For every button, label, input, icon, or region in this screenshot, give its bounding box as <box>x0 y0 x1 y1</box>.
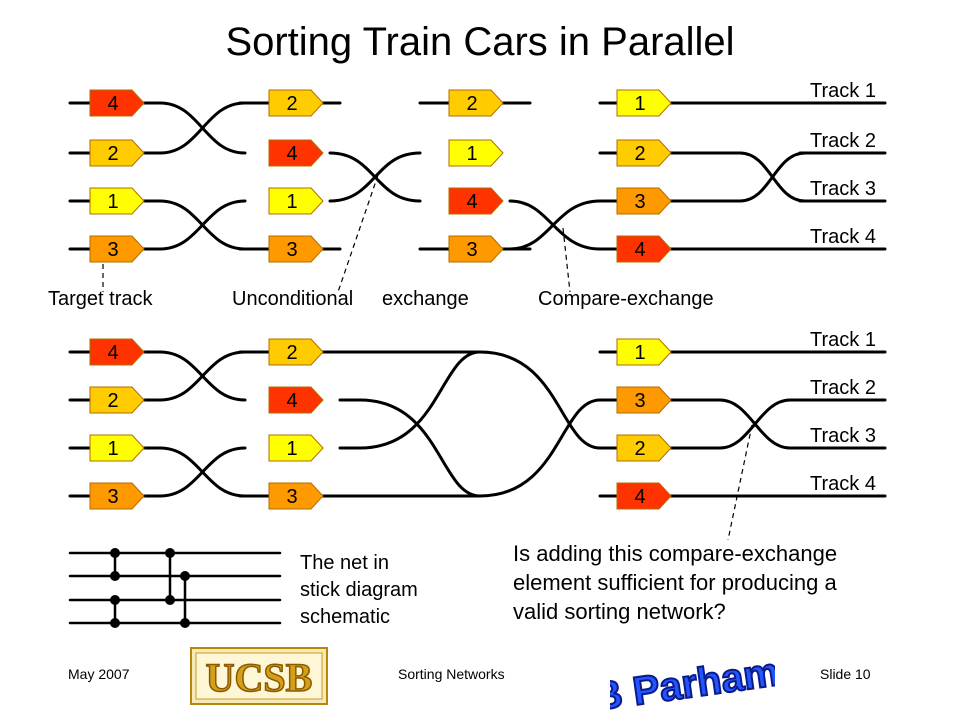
top-train-car: 2 <box>616 139 672 167</box>
car-number: 2 <box>286 93 297 115</box>
bottom-exchange-1 <box>158 350 247 498</box>
bottom-exchange-long <box>358 350 602 498</box>
question-line: element sufficient for producing a <box>513 570 837 595</box>
car-number: 3 <box>634 191 645 213</box>
unconditional-label: Unconditional <box>232 288 354 310</box>
car-number: 4 <box>107 93 118 115</box>
leader-lines <box>102 174 753 541</box>
car-number: 4 <box>634 239 645 261</box>
car-number: 4 <box>634 486 645 508</box>
car-number: 1 <box>286 438 297 460</box>
car-number: 3 <box>107 486 118 508</box>
footer-date: May 2007 <box>68 666 130 682</box>
stick-caption-line: The net in <box>300 552 389 574</box>
compare-exchange-label: Compare-exchange <box>538 288 714 310</box>
car-number: 3 <box>286 486 297 508</box>
top-train-car: 4 <box>268 139 324 167</box>
car-number: 1 <box>466 143 477 165</box>
top-train-car: 1 <box>448 139 504 167</box>
top-track-2-label: Track 2 <box>810 130 876 152</box>
top-train-car: 3 <box>616 187 672 215</box>
question-line: Is adding this compare-exchange <box>513 541 838 566</box>
car-number: 4 <box>286 390 297 412</box>
top-train-car: 1 <box>268 187 324 215</box>
top-train-car: 3 <box>448 235 504 263</box>
stick-diagram-nodes <box>110 548 190 628</box>
question-text: Is adding this compare-exchange element … <box>513 539 837 626</box>
top-train-car: 4 <box>89 89 145 117</box>
top-train-car: 2 <box>448 89 504 117</box>
bottom-train-car: 1 <box>89 434 145 462</box>
bottom-train-car: 3 <box>89 482 145 510</box>
stick-diagram <box>68 551 282 625</box>
top-train-car: 4 <box>448 187 504 215</box>
car-number: 3 <box>466 239 477 261</box>
car-number: 1 <box>286 191 297 213</box>
slide-title: Sorting Train Cars in Parallel <box>225 20 735 64</box>
car-number: 2 <box>107 390 118 412</box>
bottom-train-car: 2 <box>268 338 324 366</box>
bottom-track-lines <box>68 350 887 498</box>
bottom-train-car: 4 <box>89 338 145 366</box>
stick-caption-line: stick diagram <box>300 579 418 601</box>
top-track-4-label: Track 4 <box>810 226 876 248</box>
footer-slide-number: Slide 10 <box>820 666 871 682</box>
top-train-car: 3 <box>268 235 324 263</box>
bottom-track-4-label: Track 4 <box>810 473 876 495</box>
top-track-3-label: Track 3 <box>810 178 876 200</box>
car-number: 2 <box>107 143 118 165</box>
bottom-train-car: 1 <box>616 338 672 366</box>
author-logo: B Parhami <box>610 647 775 713</box>
car-number: 4 <box>466 191 477 213</box>
car-number: 2 <box>286 342 297 364</box>
bottom-compare-exchange <box>718 398 792 450</box>
car-number: 1 <box>107 438 118 460</box>
bottom-train-car: 4 <box>616 482 672 510</box>
car-number: 3 <box>286 239 297 261</box>
top-exchange-3 <box>508 199 602 251</box>
bottom-train-car: 4 <box>268 386 324 414</box>
stick-caption-line: schematic <box>300 606 391 628</box>
footer-title: Sorting Networks <box>398 666 505 682</box>
bottom-train-car: 1 <box>268 434 324 462</box>
top-train-car: 3 <box>89 235 145 263</box>
top-exchange-4 <box>738 151 807 203</box>
car-number: 1 <box>107 191 118 213</box>
bottom-train-car: 2 <box>89 386 145 414</box>
top-exchange-1 <box>158 101 247 251</box>
car-number: 1 <box>634 93 645 115</box>
top-train-car: 2 <box>89 139 145 167</box>
car-number: 3 <box>107 239 118 261</box>
target-track-label: Target track <box>48 288 153 310</box>
svg-text:UCSB: UCSB <box>206 655 313 700</box>
top-train-car: 1 <box>616 89 672 117</box>
top-track-1-label: Track 1 <box>810 80 876 102</box>
bottom-train-car: 3 <box>268 482 324 510</box>
bottom-track-1-label: Track 1 <box>810 329 876 351</box>
bottom-track-2-label: Track 2 <box>810 377 876 399</box>
ucsb-logo: UCSB <box>190 647 328 705</box>
car-number: 2 <box>634 438 645 460</box>
car-number: 2 <box>466 93 477 115</box>
train-cars: 4 2 1 3 2 4 1 3 2 1 4 3 1 2 3 4 4 2 1 3 2 4 1 3 1 3 2 4 <box>89 89 672 510</box>
car-number: 4 <box>107 342 118 364</box>
top-train-car: 2 <box>268 89 324 117</box>
top-train-car: 1 <box>89 187 145 215</box>
exchange-label: exchange <box>382 288 469 310</box>
top-train-car: 4 <box>616 235 672 263</box>
question-line: valid sorting network? <box>513 599 726 624</box>
top-exchange-2 <box>328 151 422 203</box>
car-number: 4 <box>286 143 297 165</box>
car-number: 1 <box>634 342 645 364</box>
top-track-lines <box>68 101 887 251</box>
car-number: 2 <box>634 143 645 165</box>
bottom-train-car: 3 <box>616 386 672 414</box>
bottom-track-3-label: Track 3 <box>810 425 876 447</box>
stick-caption: The net in stick diagram schematic <box>300 550 418 631</box>
car-number: 3 <box>634 390 645 412</box>
svg-text:B Parhami: B Parhami <box>610 648 775 713</box>
bottom-train-car: 2 <box>616 434 672 462</box>
